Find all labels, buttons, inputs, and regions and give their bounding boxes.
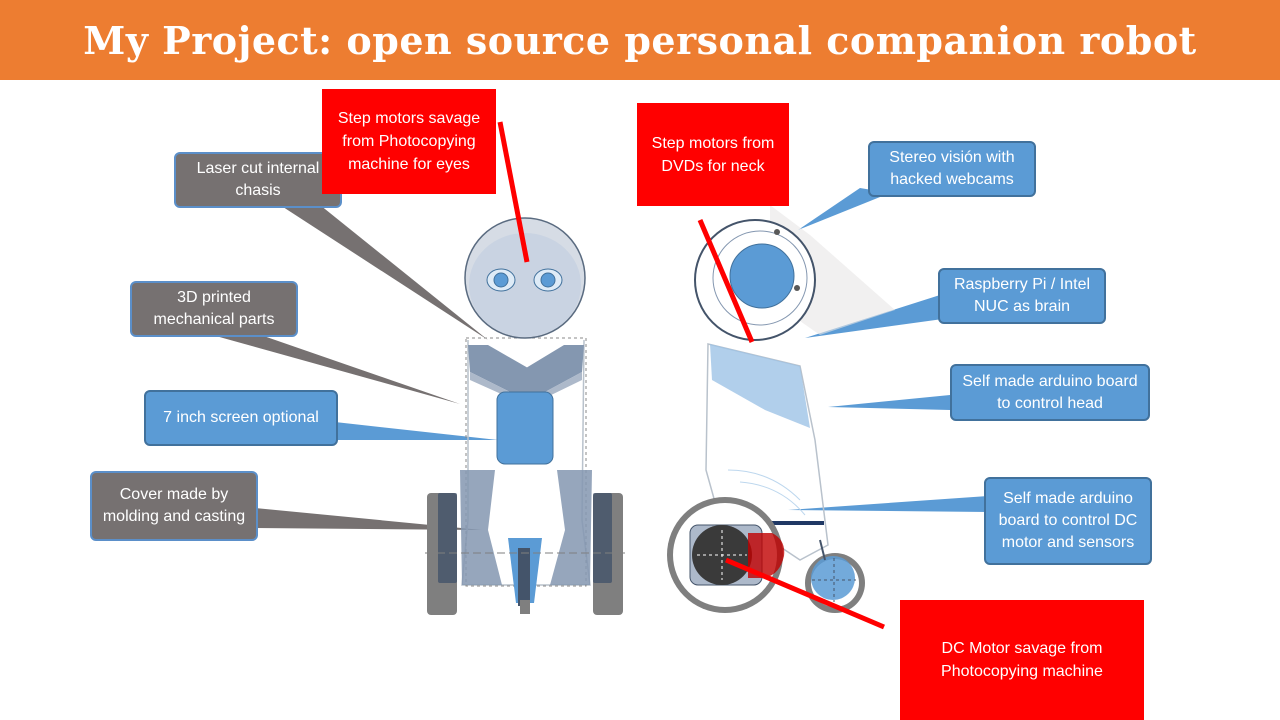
callout-cover: Cover made by molding and casting xyxy=(90,471,258,541)
pointer-laser-cut xyxy=(280,205,488,340)
callout-laser-cut: Laser cut internal chasis xyxy=(174,152,342,208)
red-pointer-lines xyxy=(497,121,885,630)
callout-screen: 7 inch screen optional xyxy=(144,390,338,446)
page-title: My Project: open source personal compani… xyxy=(83,17,1197,63)
callout-stereo-text: Stereo visión with hacked webcams xyxy=(889,149,1015,188)
callout-motor-board-text: Self made arduino board to control DC mo… xyxy=(998,490,1138,551)
callout-neck-motors: Step motors from DVDs for neck xyxy=(637,103,789,206)
callout-cover-text: Cover made by molding and casting xyxy=(102,486,246,525)
pointer-eye-motors xyxy=(497,121,530,263)
pointer-3d-printed xyxy=(205,333,460,404)
pointer-screen xyxy=(335,422,498,440)
callout-head-board: Self made arduino board to control head xyxy=(950,364,1150,421)
callout-brain: Raspberry Pi / Intel NUC as brain xyxy=(938,268,1106,324)
callout-dc-motor-text: DC Motor savage from Photocopying machin… xyxy=(941,640,1103,680)
robot-side-view xyxy=(667,205,895,613)
screen-shape xyxy=(496,391,554,465)
callout-motor-board: Self made arduino board to control DC mo… xyxy=(984,477,1152,565)
callout-eye-motors-text: Step motors savage from Photocopying mac… xyxy=(337,110,481,173)
pointer-stereo xyxy=(798,188,890,230)
callout-screen-text: 7 inch screen optional xyxy=(163,409,319,426)
callout-3d-printed: 3D printed mechanical parts xyxy=(130,281,298,337)
pointer-dc-motor xyxy=(725,557,885,630)
callout-3d-printed-text: 3D printed mechanical parts xyxy=(153,289,275,328)
callout-eye-motors: Step motors savage from Photocopying mac… xyxy=(322,89,496,194)
title-banner: My Project: open source personal compani… xyxy=(0,0,1280,80)
callout-dc-motor: DC Motor savage from Photocopying machin… xyxy=(900,600,1144,720)
pointer-cover xyxy=(255,508,482,530)
robot-front-view xyxy=(425,217,628,615)
callout-stereo: Stereo visión with hacked webcams xyxy=(868,141,1036,197)
callout-brain-text: Raspberry Pi / Intel NUC as brain xyxy=(953,276,1091,315)
callout-head-board-text: Self made arduino board to control head xyxy=(962,372,1138,412)
pointer-motor-board xyxy=(788,496,988,512)
pointer-head-board xyxy=(828,395,950,410)
callout-neck-motors-text: Step motors from DVDs for neck xyxy=(651,134,775,175)
callout-pointers xyxy=(205,188,988,530)
callout-laser-cut-text: Laser cut internal chasis xyxy=(196,160,320,199)
pointer-neck-motors xyxy=(697,219,755,343)
